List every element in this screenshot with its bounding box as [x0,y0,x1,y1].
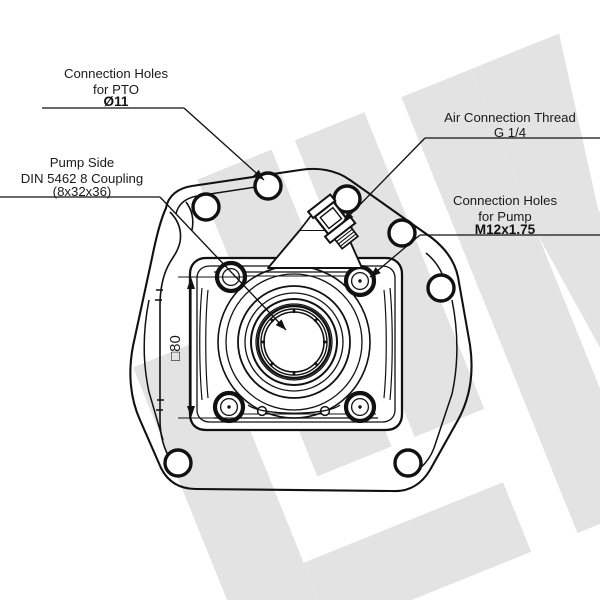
annotation-pump-side-line2: DIN 5462 8 Coupling [21,171,143,186]
annotation-pump-holes-value: M12x1.75 [475,222,536,237]
leader-pump-holes [369,234,421,278]
annotation-pump-holes: Connection Holes for Pump M12x1.75 [453,193,558,237]
housing-rib-ticks [155,289,164,411]
dimension-square-80 [178,276,246,419]
hole-center-dot [227,279,362,409]
housing-outline [129,167,473,493]
annotation-underlines [0,107,600,236]
pto-hole [191,192,221,222]
annotation-pump-side: Pump Side DIN 5462 8 Coupling (8x32x36) [21,155,143,199]
annotation-air-thread-value: G 1/4 [494,125,526,140]
pto-hole [387,218,417,248]
annotation-pump-holes-line2: for Pump [478,209,532,224]
annotation-pto-holes-value: Ø11 [104,94,129,109]
spline-coupling-bore [256,304,332,380]
annotation-pto-holes: Connection Holes for PTO Ø11 [64,66,169,109]
annotation-air-thread: Air Connection Thread G 1/4 [444,110,576,140]
annotation-pto-holes-line2: for PTO [93,82,139,97]
pto-hole [393,448,423,478]
annotation-pump-holes-line1: Connection Holes [453,193,558,208]
flange-face-dowel-holes [247,404,341,417]
leader-pto-holes [183,107,265,181]
leader-air-thread [342,137,426,223]
annotation-pump-side-line3: (8x32x36) [53,184,112,199]
leader-lines [159,107,426,331]
pto-hole [163,448,193,478]
pto-connection-holes [163,171,456,478]
pto-hole [253,171,283,201]
pto-hole [426,273,456,303]
annotation-pto-holes-line1: Connection Holes [64,66,169,81]
leader-pump-side [159,196,287,331]
annotation-air-thread-line1: Air Connection Thread [444,110,576,125]
dimension-label-square-80: □80 [167,335,184,361]
annotation-pump-side-line1: Pump Side [50,155,115,170]
air-connection-fitting [267,193,363,269]
housing-left-rib [159,201,194,463]
